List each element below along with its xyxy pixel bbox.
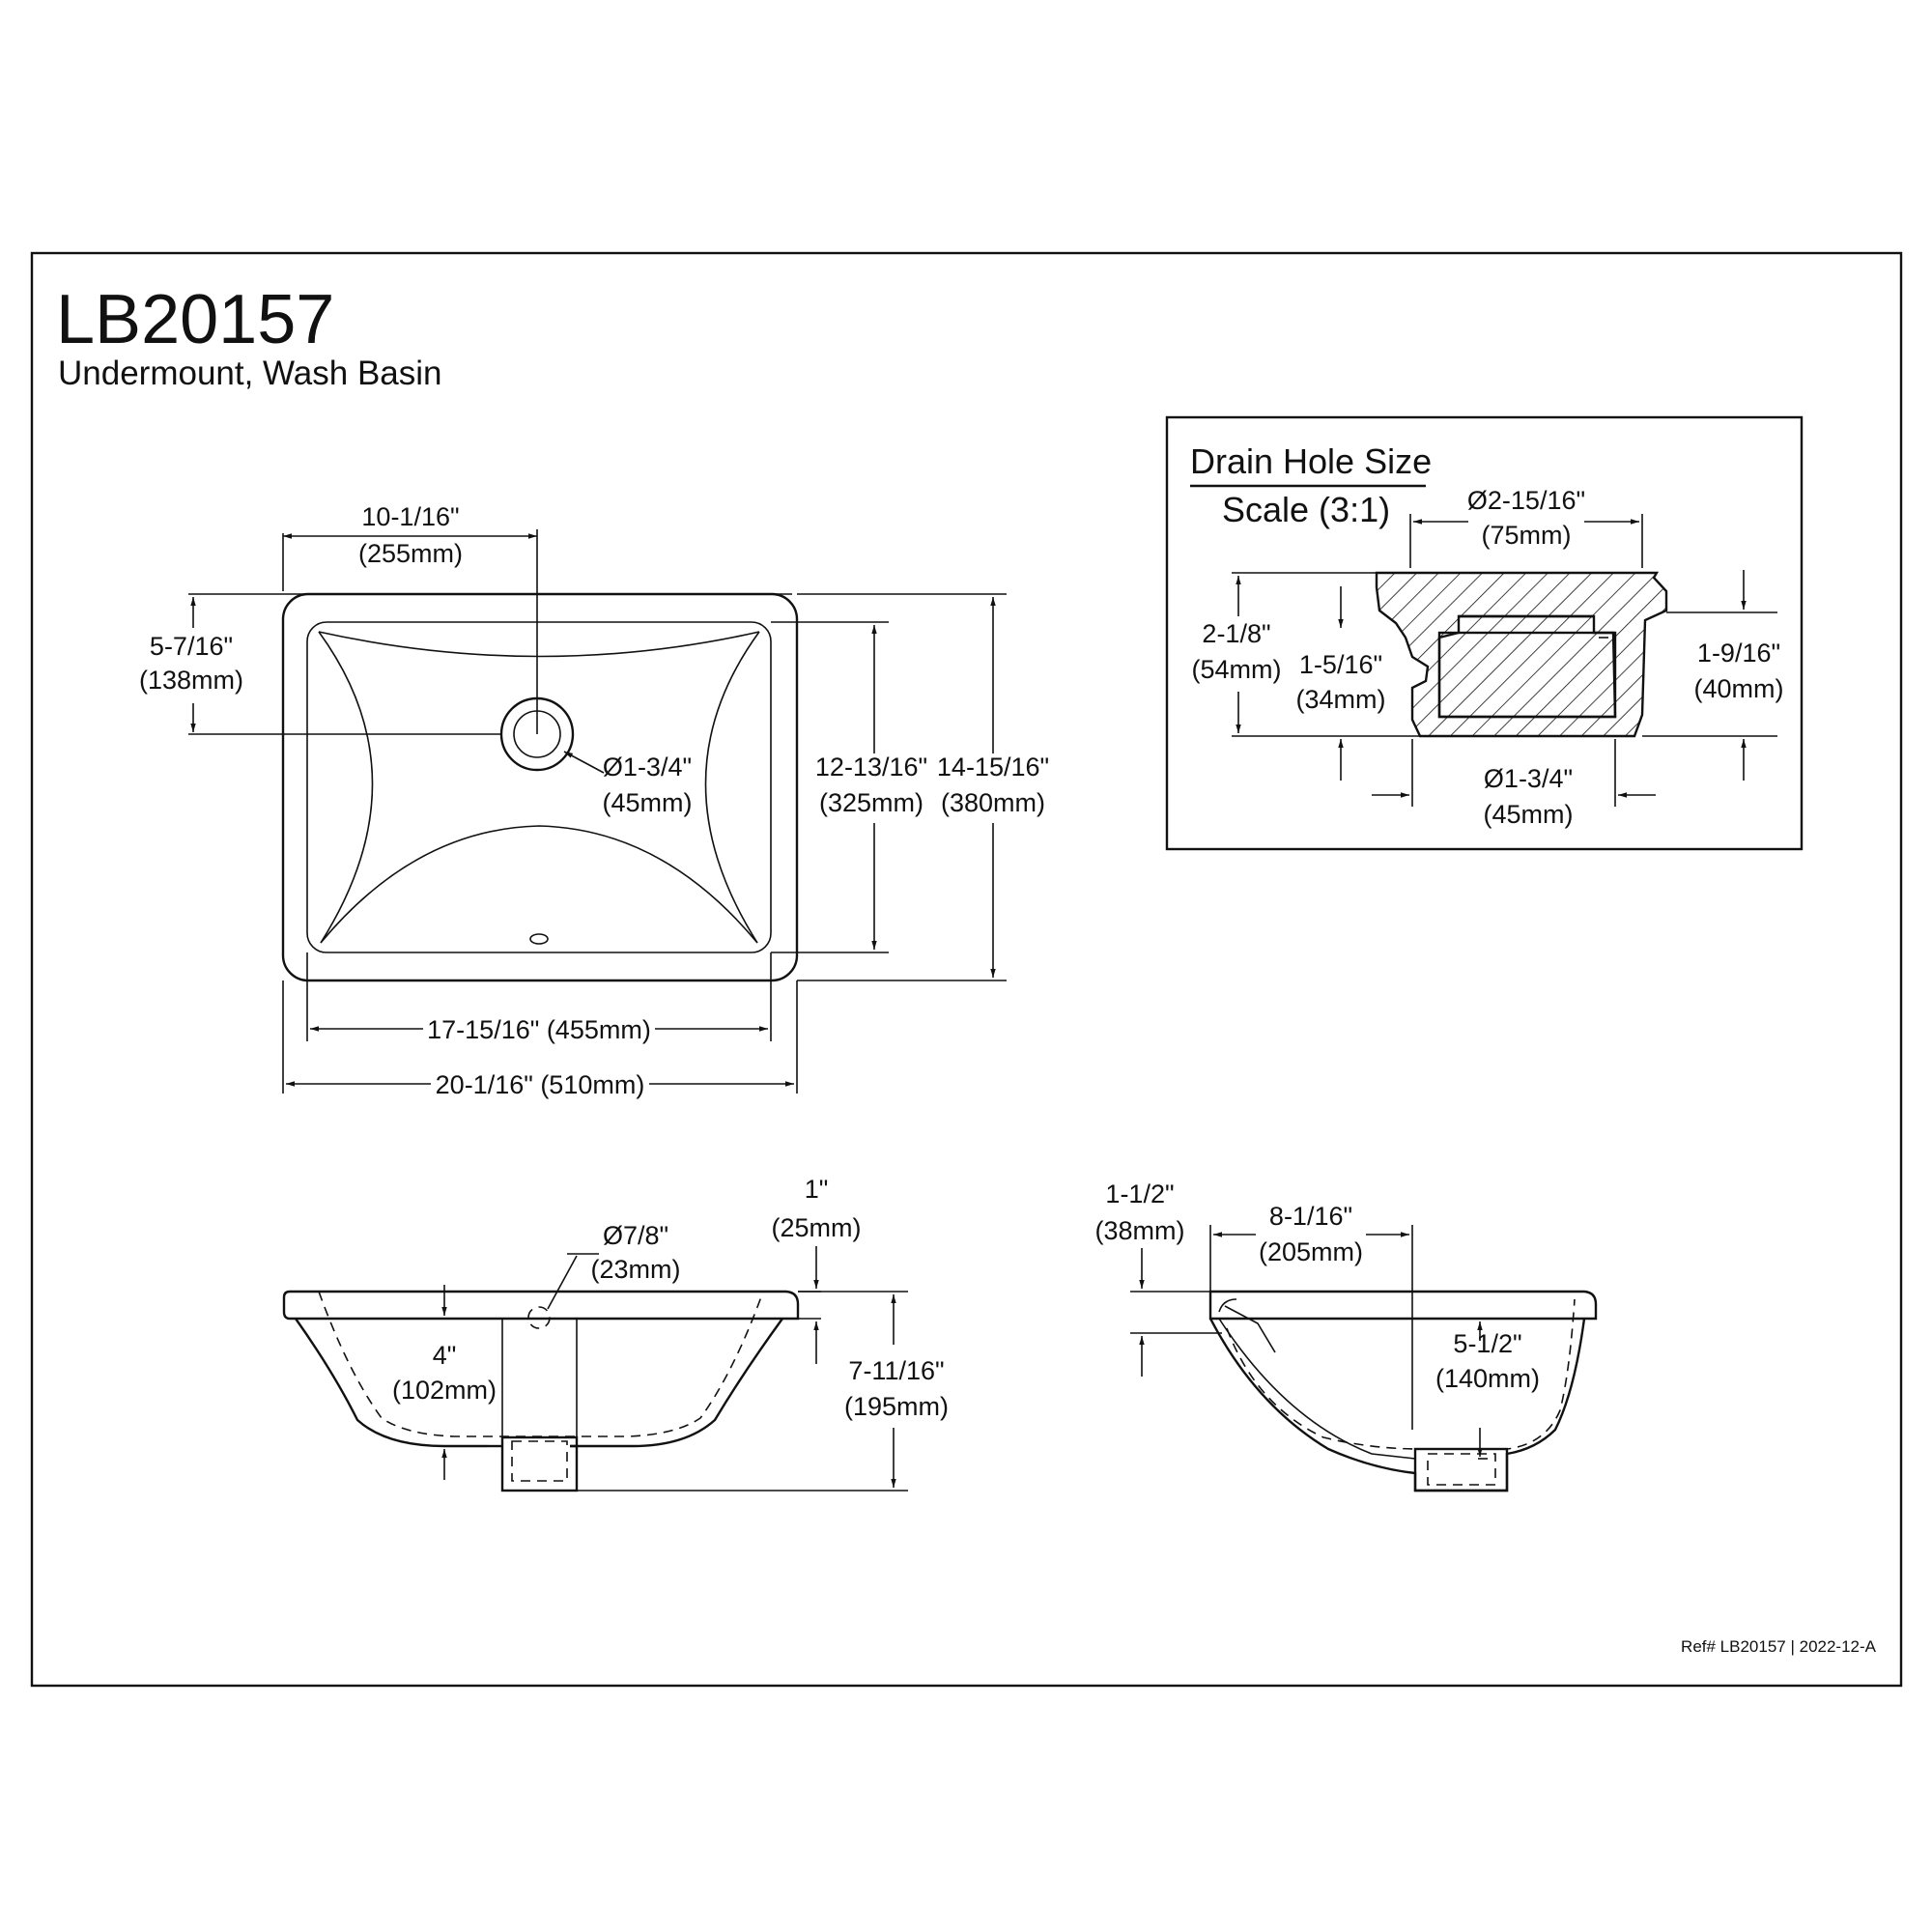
drain-detail-scale: Scale (3:1) <box>1222 490 1390 529</box>
dim-overall-depth-mm: (380mm) <box>941 788 1045 817</box>
dim-drain-top-dia-in: Ø2-15/16" <box>1467 486 1585 515</box>
dim-bowl-width: 17-15/16" (455mm) <box>427 1015 651 1044</box>
overflow-hole <box>529 933 549 945</box>
side-bowl-outline <box>1208 1318 1586 1492</box>
front-view: Ø7/8" (23mm) 1" (25mm) 7-11/16" (195mm) … <box>282 1175 949 1492</box>
dim-drain-inner-mm: (34mm) <box>1296 685 1386 714</box>
dim-front-height-mm: (195mm) <box>844 1392 949 1421</box>
dim-drain-dia-mm: (45mm) <box>603 788 693 817</box>
product-subtitle: Undermount, Wash Basin <box>58 355 442 392</box>
dim-overall-depth-in: 14-15/16" <box>937 753 1049 781</box>
dim-drain-right-mm: (40mm) <box>1694 674 1784 703</box>
model-number: LB20157 <box>56 281 334 358</box>
dim-front-rim-mm: (25mm) <box>772 1213 862 1242</box>
dim-overall-width: 20-1/16" (510mm) <box>436 1070 645 1099</box>
dim-side-offset-mm: (205mm) <box>1259 1237 1363 1266</box>
dim-side-offset-in: 8-1/16" <box>1269 1202 1352 1231</box>
dim-drain-height-mm: (54mm) <box>1192 655 1282 684</box>
dim-drain-height-in: 2-1/8" <box>1202 619 1270 648</box>
basin-outer-rim <box>281 592 799 982</box>
dim-front-height-in: 7-11/16" <box>848 1356 944 1385</box>
dim-side-depth-in: 5-1/2" <box>1453 1329 1521 1358</box>
dim-drain-inner-in: 1-5/16" <box>1299 650 1382 679</box>
drawing-reference: Ref# LB20157 | 2022-12-A <box>1681 1637 1877 1656</box>
dim-drain-bottom-dia-mm: (45mm) <box>1484 800 1574 829</box>
drain-section-profile <box>1375 571 1668 738</box>
dim-front-depth-in: 4" <box>433 1341 457 1370</box>
dim-drain-right-in: 1-9/16" <box>1697 639 1780 668</box>
dim-drain-dia-in: Ø1-3/4" <box>603 753 692 781</box>
dim-drain-offset-mm: (255mm) <box>358 539 463 568</box>
drawing-frame <box>30 251 1903 1688</box>
dim-drain-back-in: 5-7/16" <box>150 632 233 661</box>
dim-front-overflow-mm: (23mm) <box>591 1255 681 1284</box>
front-bowl-outline <box>295 1318 783 1448</box>
drain-detail-title: Drain Hole Size <box>1190 441 1432 481</box>
top-view: 10-1/16" (255mm) 5-7/16" (138mm) Ø1-3/4"… <box>139 502 1049 1099</box>
dim-side-rim-in: 1-1/2" <box>1105 1179 1174 1208</box>
dim-bowl-depth-mm: (325mm) <box>819 788 923 817</box>
drain-detail-box <box>1165 415 1804 851</box>
dim-side-rim-mm: (38mm) <box>1095 1216 1185 1245</box>
dim-front-depth-mm: (102mm) <box>392 1376 497 1405</box>
dim-side-depth-mm: (140mm) <box>1435 1364 1540 1393</box>
drain-detail: Drain Hole Size Scale (3:1) Ø2-15/16" (7… <box>1165 415 1804 851</box>
dim-drain-back-mm: (138mm) <box>139 666 243 695</box>
dim-drain-top-dia-mm: (75mm) <box>1482 521 1572 550</box>
dim-bowl-depth-in: 12-13/16" <box>815 753 927 781</box>
dim-front-rim-in: 1" <box>805 1175 829 1204</box>
basin-bowl-outline <box>306 621 772 953</box>
dim-drain-bottom-dia-in: Ø1-3/4" <box>1484 764 1573 793</box>
dim-drain-offset-in: 10-1/16" <box>361 502 459 531</box>
side-view: 8-1/16" (205mm) 1-1/2" (38mm) 5-1/2" (14… <box>1095 1179 1598 1492</box>
dim-front-overflow-in: Ø7/8" <box>603 1221 668 1250</box>
